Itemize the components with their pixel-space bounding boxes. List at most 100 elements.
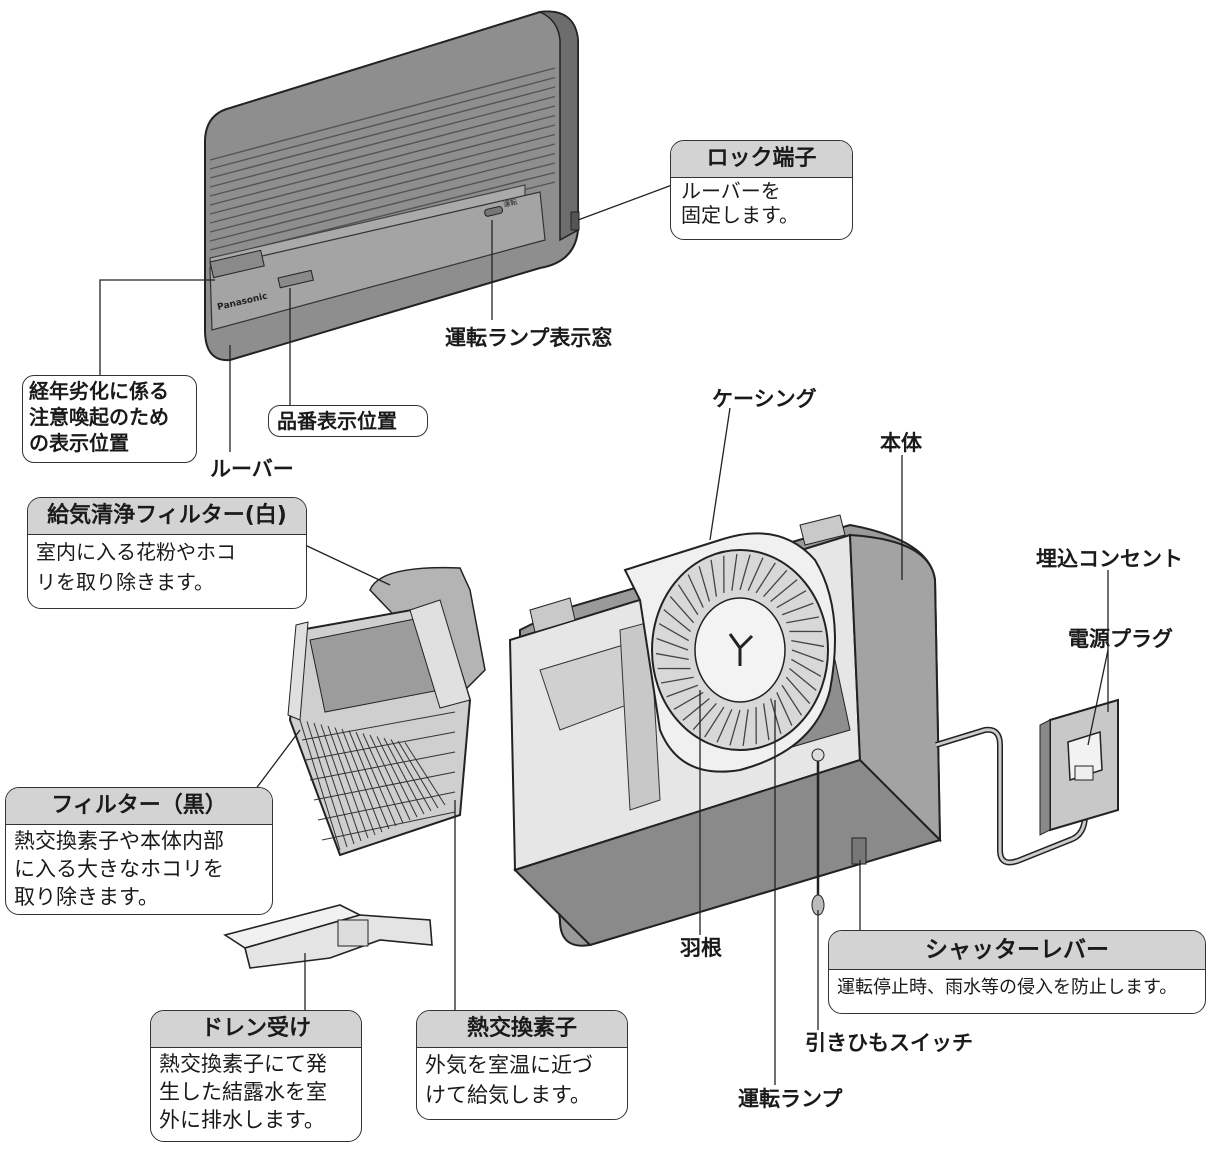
filter-grid-line bbox=[313, 771, 456, 801]
callout-filter-black: フィルター（黒） 熱交換素子や本体内部 に入る大きなホコリを 取り除きます。 bbox=[5, 787, 273, 915]
filter-grid-line bbox=[305, 731, 456, 761]
label-run-lamp: 運転ランプ bbox=[738, 1087, 843, 1111]
callout-desc: 熱交換素子にて発 生した結露水を室 外に排水します。 bbox=[159, 1052, 327, 1132]
louver-slat bbox=[209, 114, 556, 206]
leader-lines bbox=[99, 184, 1109, 1085]
impeller-blade bbox=[710, 559, 718, 597]
callout-desc: ルーバーを 固定します。 bbox=[681, 179, 799, 227]
label-louver: ルーバー bbox=[210, 457, 294, 481]
impeller-blade bbox=[770, 579, 798, 602]
callout-title: 熱交換素子 bbox=[417, 1011, 627, 1048]
impeller-blade bbox=[687, 574, 704, 608]
filter-grid-line bbox=[348, 730, 390, 830]
impeller-blade bbox=[789, 668, 817, 691]
impeller-blade bbox=[698, 565, 711, 602]
impeller-blade bbox=[661, 676, 694, 684]
callout-desc: 運転停止時、雨水等の侵入を防止します。 bbox=[837, 977, 1178, 998]
filter-grid-line bbox=[317, 791, 456, 821]
callout-shutter-lever: シャッターレバー 運転停止時、雨水等の侵入を防止します。 bbox=[828, 930, 1206, 1014]
louver-slat bbox=[209, 143, 556, 233]
louver-slat bbox=[209, 86, 556, 179]
callout-title: ロック端子 bbox=[671, 141, 852, 178]
filter-grid-line bbox=[404, 742, 446, 806]
impeller-blade bbox=[776, 590, 807, 609]
label-warning-position: 経年劣化に係る 注意喚起のため の表示位置 bbox=[22, 375, 197, 463]
callout-heat-exchanger: 熱交換素子 外気を室温に近づ けて給気します。 bbox=[416, 1010, 628, 1120]
impeller-blade bbox=[763, 569, 788, 597]
fan-casing bbox=[623, 532, 836, 773]
filter-grid-line bbox=[306, 721, 348, 848]
wall-outlet bbox=[1039, 698, 1119, 836]
impeller-blade bbox=[785, 676, 811, 704]
callout-desc: 熱交換素子や本体内部 に入る大きなホコリを 取り除きます。 bbox=[14, 829, 224, 909]
shutter-lever bbox=[851, 837, 867, 865]
impeller-blade bbox=[791, 639, 825, 648]
impeller-blade bbox=[755, 562, 776, 594]
impeller-blade bbox=[673, 691, 704, 710]
louver-slat bbox=[209, 76, 556, 170]
impeller-blade bbox=[716, 708, 733, 743]
drain-pan bbox=[223, 904, 433, 969]
impeller-blade bbox=[677, 584, 699, 616]
impeller-blade bbox=[692, 703, 717, 731]
louver-slat bbox=[209, 105, 556, 197]
callout-lock-terminal: ロック端子 ルーバーを 固定します。 bbox=[670, 140, 853, 240]
label-pull-switch: 引きひもスイッチ bbox=[805, 1031, 973, 1055]
label-wall-outlet: 埋込コンセント bbox=[1036, 547, 1183, 571]
filter-grid-line bbox=[320, 724, 362, 842]
impeller-blade bbox=[704, 706, 725, 738]
filter-grid-line bbox=[334, 727, 376, 836]
impeller-blade bbox=[666, 684, 699, 698]
impeller-blade bbox=[762, 703, 770, 741]
heat-exchanger-block bbox=[287, 599, 472, 857]
callout-title: 給気清浄フィルター(白) bbox=[28, 498, 306, 535]
label-power-plug: 電源プラグ bbox=[1068, 627, 1173, 651]
label-impeller: 羽根 bbox=[680, 936, 722, 960]
power-cord bbox=[935, 726, 1088, 866]
callout-title: シャッターレバー bbox=[829, 931, 1205, 970]
filter-grid-line bbox=[376, 736, 418, 818]
louver-slat bbox=[209, 152, 556, 242]
filter-grid-line bbox=[355, 731, 397, 827]
filter-grid-line bbox=[299, 719, 341, 851]
filter-grid-line bbox=[383, 737, 425, 815]
impeller-blade bbox=[655, 652, 689, 661]
impeller-blade bbox=[658, 623, 689, 642]
callout-title: フィルター（黒） bbox=[6, 788, 272, 825]
label-model-position: 品番表示位置 bbox=[268, 405, 428, 437]
impeller-blade bbox=[781, 684, 803, 716]
impeller-blade bbox=[739, 554, 751, 591]
louver-slat bbox=[209, 162, 556, 251]
louver-slat bbox=[209, 95, 556, 188]
impeller-blade bbox=[791, 658, 822, 677]
impeller-blade bbox=[769, 698, 782, 735]
filter-grid-line bbox=[327, 725, 369, 839]
callout-supply-filter: 給気清浄フィルター(白) 室内に入る花粉やホコ リを取り除きます。 bbox=[27, 497, 307, 609]
filter-grid-line bbox=[321, 811, 456, 841]
impeller-blade bbox=[747, 557, 764, 592]
louver-slat bbox=[209, 133, 556, 224]
impeller-blade bbox=[729, 709, 741, 746]
callout-desc: 外気を室温に近づ けて給気します。 bbox=[425, 1053, 593, 1107]
label-lamp-window: 運転ランプ表示窓 bbox=[445, 326, 613, 350]
callout-title: ドレン受け bbox=[151, 1011, 361, 1048]
impeller-blade bbox=[776, 692, 793, 726]
impeller-blade bbox=[781, 602, 814, 616]
impeller-blade bbox=[731, 553, 738, 591]
filter-grid-line bbox=[301, 711, 456, 741]
svg-text:運転: 運転 bbox=[502, 197, 518, 209]
label-body: 本体 bbox=[880, 431, 922, 455]
louver-slat bbox=[209, 67, 556, 161]
impeller-blade bbox=[656, 637, 689, 651]
filter-grid-line bbox=[313, 722, 355, 845]
filter-grid-line bbox=[390, 739, 432, 812]
louver-cover: Panasonic 運転 bbox=[204, 10, 580, 362]
pull-switch-cord bbox=[811, 748, 825, 916]
louver-slat bbox=[209, 124, 556, 215]
filter-grid-line bbox=[341, 728, 383, 833]
impeller-blade bbox=[663, 609, 691, 632]
filter-grid-line bbox=[369, 734, 411, 821]
filter-grid-line bbox=[309, 751, 456, 781]
impeller-blade bbox=[669, 596, 695, 624]
